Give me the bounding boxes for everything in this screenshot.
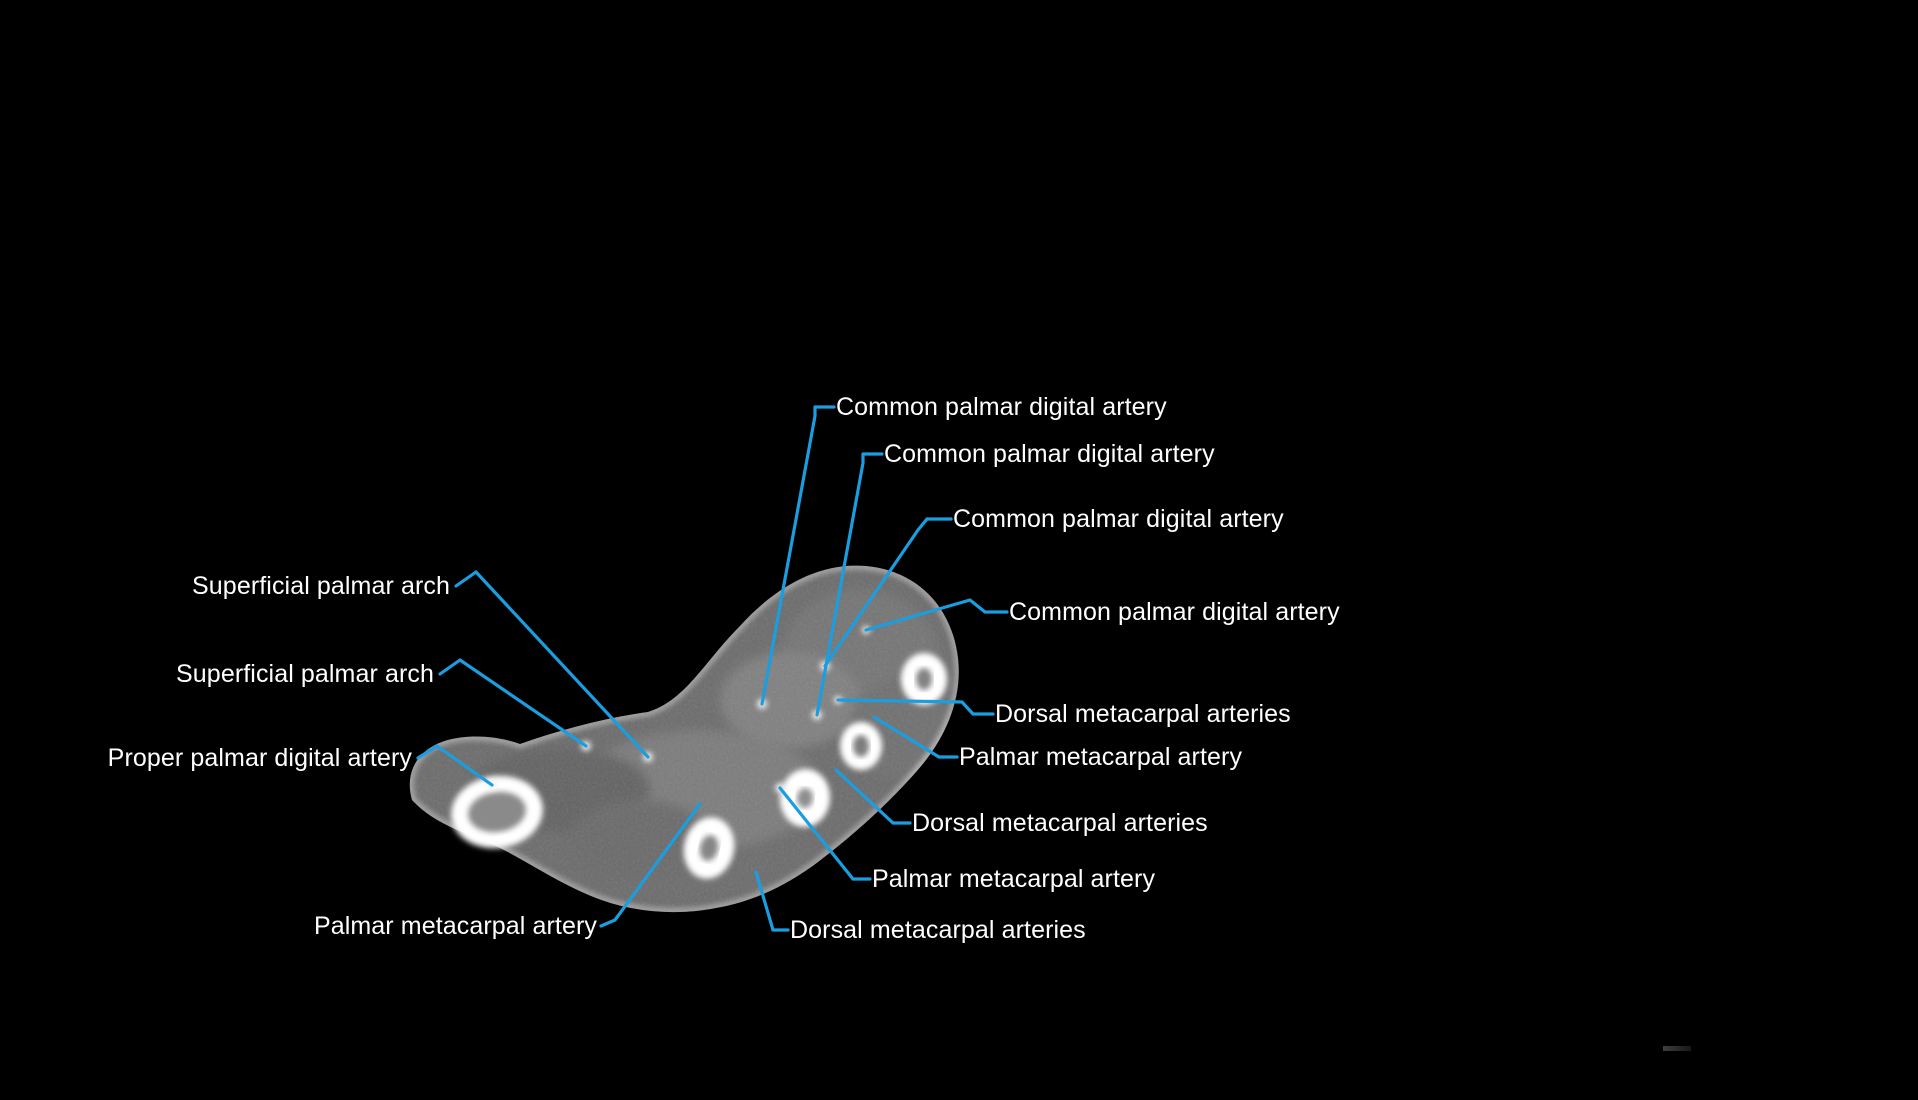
- annotation-label: Superficial palmar arch: [176, 660, 434, 688]
- annotation-label: Superficial palmar arch: [192, 572, 450, 600]
- annotation-label: Palmar metacarpal artery: [872, 865, 1156, 893]
- annotation-label: Dorsal metacarpal arteries: [995, 700, 1291, 728]
- annotation-label: Common palmar digital artery: [884, 440, 1215, 468]
- annotation-label: Palmar metacarpal artery: [959, 743, 1243, 771]
- annotation-label: Dorsal metacarpal arteries: [912, 809, 1208, 837]
- annotation-label: Dorsal metacarpal arteries: [790, 916, 1086, 944]
- annotation-label: Proper palmar digital artery: [107, 744, 412, 772]
- annotation-label: Common palmar digital artery: [1009, 598, 1340, 626]
- annotation-label: Common palmar digital artery: [836, 393, 1167, 421]
- corner-scale-marker: [1663, 1046, 1691, 1051]
- annotation-label: Common palmar digital artery: [953, 505, 1284, 533]
- annotation-label: Palmar metacarpal artery: [313, 912, 597, 940]
